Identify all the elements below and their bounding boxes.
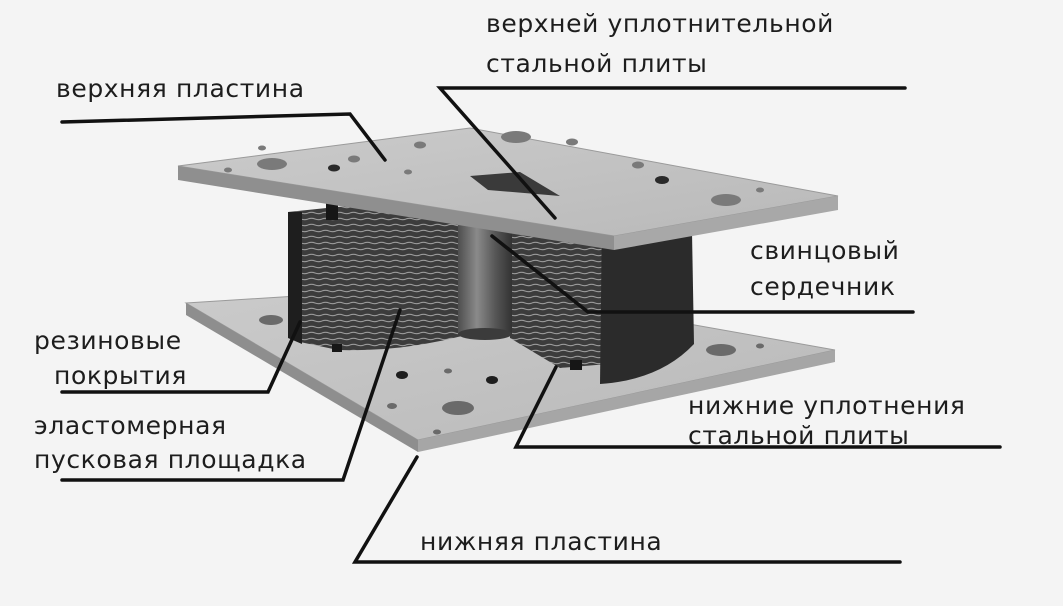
label-bottom-seal-line1: нижние уплотнения bbox=[688, 391, 966, 420]
label-rubber-cover-line1: резиновые bbox=[34, 326, 182, 355]
leader-bottom-plate bbox=[351, 455, 902, 564]
leader-top-seal bbox=[436, 86, 907, 220]
label-elastomer-line1: эластомерная bbox=[34, 411, 227, 440]
bottom-plate-holes bbox=[259, 315, 764, 435]
leader-bottom-seal bbox=[513, 365, 1002, 449]
top-plate bbox=[177, 127, 839, 250]
label-bottom-plate: нижняя пластина bbox=[420, 527, 663, 556]
label-elastomer-line2: пусковая площадка bbox=[34, 445, 307, 474]
label-lead-core-line1: свинцовый bbox=[750, 236, 900, 265]
leader-top-plate bbox=[60, 112, 387, 162]
leader-lines bbox=[60, 86, 1002, 564]
label-bottom-seal-line2: стальной плиты bbox=[688, 421, 910, 450]
label-top-seal-line2: стальной плиты bbox=[486, 49, 708, 78]
label-rubber-cover-line2: покрытия bbox=[54, 361, 187, 390]
label-top-seal-line1: верхней уплотнительной bbox=[486, 9, 835, 38]
leader-lead-core bbox=[490, 234, 915, 314]
label-top-plate: верхняя пластина bbox=[56, 74, 305, 103]
top-plate-holes bbox=[224, 131, 764, 206]
label-lead-core-line2: сердечник bbox=[750, 272, 896, 301]
leader-rubber-cover bbox=[60, 320, 302, 394]
leader-elastomer bbox=[60, 308, 402, 482]
